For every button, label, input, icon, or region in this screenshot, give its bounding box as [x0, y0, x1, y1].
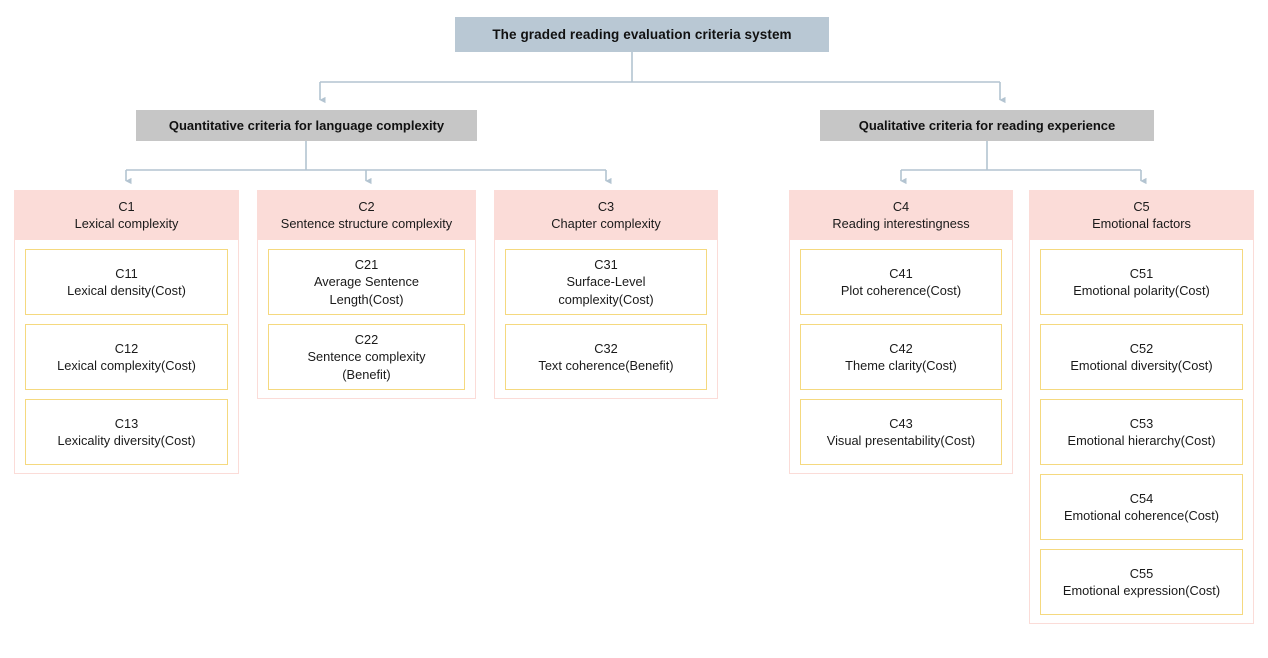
criterion-column-c5: C5 Emotional factors C51 Emotional polar…	[1029, 190, 1254, 624]
sub-criterion-code: C13	[114, 415, 139, 431]
sub-criterion-c31: C31 Surface-Level complexity(Cost)	[505, 249, 707, 315]
criterion-name: Sentence structure complexity	[280, 216, 453, 231]
criterion-code: C5	[1133, 199, 1150, 214]
criterion-body-c1: C11 Lexical density(Cost) C12 Lexical co…	[15, 240, 238, 465]
sub-criterion-c54: C54 Emotional coherence(Cost)	[1040, 474, 1243, 540]
sub-criterion-c12: C12 Lexical complexity(Cost)	[25, 324, 228, 390]
branch-node-quantitative: Quantitative criteria for language compl…	[136, 110, 477, 141]
criterion-column-c2: C2 Sentence structure complexity C21 Ave…	[257, 190, 476, 399]
sub-criterion-code: C53	[1129, 415, 1154, 431]
sub-criterion-name: Lexical complexity(Cost)	[57, 358, 196, 373]
sub-criterion-c55: C55 Emotional expression(Cost)	[1040, 549, 1243, 615]
branch-node-label: Quantitative criteria for language compl…	[168, 118, 445, 133]
branch-node-qualitative: Qualitative criteria for reading experie…	[820, 110, 1154, 141]
sub-criterion-code: C52	[1129, 340, 1154, 356]
sub-criterion-code: C43	[889, 415, 913, 431]
sub-criterion-c42: C42 Theme clarity(Cost)	[800, 324, 1002, 390]
sub-criterion-c53: C53 Emotional hierarchy(Cost)	[1040, 399, 1243, 465]
sub-criterion-c21: C21 Average Sentence Length(Cost)	[268, 249, 465, 315]
sub-criterion-c51: C51 Emotional polarity(Cost)	[1040, 249, 1243, 315]
criterion-code: C1	[118, 199, 135, 214]
criterion-column-c3: C3 Chapter complexity C31 Surface-Level …	[494, 190, 718, 399]
criterion-code: C4	[892, 199, 910, 214]
sub-criterion-c43: C43 Visual presentability(Cost)	[800, 399, 1002, 465]
sub-criterion-c22: C22 Sentence complexity (Benefit)	[268, 324, 465, 390]
sub-criterion-name: Lexical density(Cost)	[67, 283, 186, 298]
sub-criterion-name: Sentence complexity (Benefit)	[307, 349, 426, 382]
criterion-header-c4: C4 Reading interestingness	[790, 191, 1012, 240]
sub-criterion-c41: C41 Plot coherence(Cost)	[800, 249, 1002, 315]
criterion-header-c5: C5 Emotional factors	[1030, 191, 1253, 240]
root-node: The graded reading evaluation criteria s…	[455, 17, 829, 52]
sub-criterion-c13: C13 Lexicality diversity(Cost)	[25, 399, 228, 465]
sub-criterion-name: Text coherence(Benefit)	[538, 358, 674, 373]
criterion-code: C3	[597, 199, 615, 214]
sub-criterion-name: Average Sentence Length(Cost)	[313, 274, 420, 307]
criterion-body-c3: C31 Surface-Level complexity(Cost) C32 T…	[495, 240, 717, 390]
sub-criterion-name: Lexicality diversity(Cost)	[57, 433, 196, 448]
sub-criterion-code: C11	[115, 265, 138, 281]
sub-criterion-code: C12	[114, 340, 139, 356]
criterion-code: C2	[358, 199, 375, 214]
criterion-header-c2: C2 Sentence structure complexity	[258, 191, 475, 240]
sub-criterion-code: C31	[594, 256, 618, 272]
sub-criterion-name: Emotional expression(Cost)	[1062, 583, 1221, 598]
criterion-name: Chapter complexity	[551, 216, 661, 231]
root-node-label: The graded reading evaluation criteria s…	[492, 27, 792, 42]
criterion-header-c1: C1 Lexical complexity	[15, 191, 238, 240]
sub-criterion-code: C54	[1129, 490, 1154, 506]
sub-criterion-name: Emotional hierarchy(Cost)	[1067, 433, 1216, 448]
sub-criterion-name: Emotional coherence(Cost)	[1063, 508, 1220, 523]
sub-criterion-code: C21	[354, 256, 379, 272]
sub-criterion-name: Plot coherence(Cost)	[840, 283, 962, 298]
criterion-header-c3: C3 Chapter complexity	[495, 191, 717, 240]
criterion-name: Emotional factors	[1092, 216, 1191, 231]
criterion-name: Reading interestingness	[832, 216, 970, 231]
sub-criterion-code: C55	[1129, 565, 1154, 581]
criterion-column-c4: C4 Reading interestingness C41 Plot cohe…	[789, 190, 1013, 474]
criterion-body-c5: C51 Emotional polarity(Cost) C52 Emotion…	[1030, 240, 1253, 615]
sub-criterion-c11: C11 Lexical density(Cost)	[25, 249, 228, 315]
sub-criterion-code: C22	[354, 331, 379, 347]
sub-criterion-code: C41	[889, 265, 913, 281]
criterion-body-c2: C21 Average Sentence Length(Cost) C22 Se…	[258, 240, 475, 390]
sub-criterion-code: C32	[594, 340, 618, 356]
sub-criterion-name: Emotional polarity(Cost)	[1073, 283, 1210, 298]
criterion-name: Lexical complexity	[74, 216, 179, 231]
sub-criterion-name: Theme clarity(Cost)	[845, 358, 957, 373]
sub-criterion-name: Emotional diversity(Cost)	[1070, 358, 1213, 373]
criterion-column-c1: C1 Lexical complexity C11 Lexical densit…	[14, 190, 239, 474]
sub-criterion-code: C51	[1129, 265, 1154, 281]
sub-criterion-name: Surface-Level complexity(Cost)	[558, 274, 654, 307]
criterion-body-c4: C41 Plot coherence(Cost) C42 Theme clari…	[790, 240, 1012, 465]
sub-criterion-c52: C52 Emotional diversity(Cost)	[1040, 324, 1243, 390]
sub-criterion-code: C42	[889, 340, 913, 356]
sub-criterion-name: Visual presentability(Cost)	[826, 433, 976, 448]
sub-criterion-c32: C32 Text coherence(Benefit)	[505, 324, 707, 390]
branch-node-label: Qualitative criteria for reading experie…	[858, 118, 1116, 133]
